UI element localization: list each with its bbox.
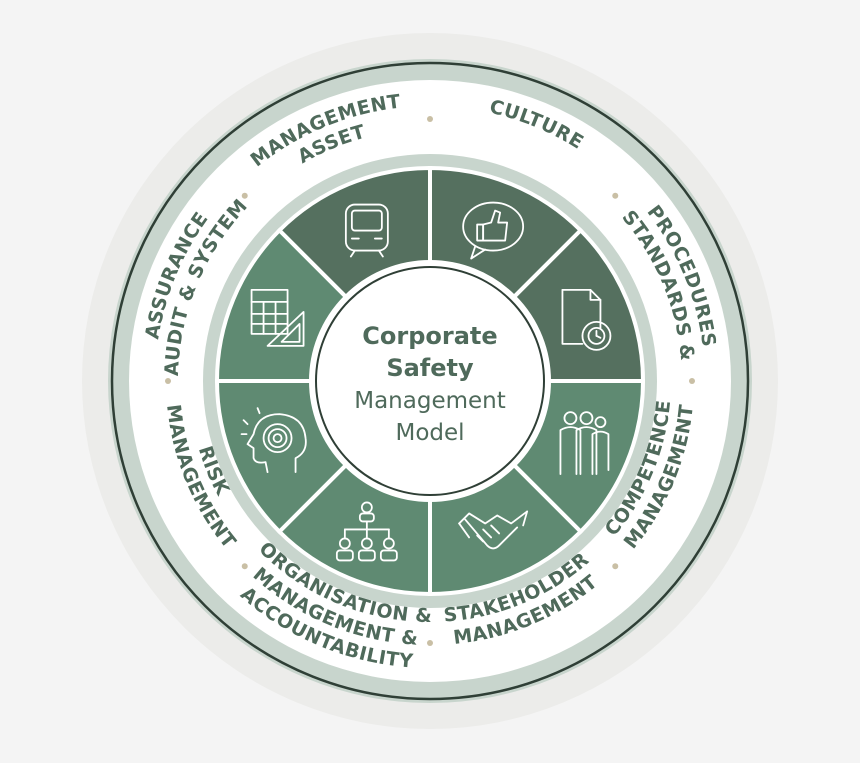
separator-dot	[689, 378, 695, 384]
org-chart-icon	[335, 501, 398, 562]
center-title-line-1: Corporate	[362, 322, 497, 350]
document-gear-icon	[561, 288, 612, 351]
calculator-icon	[250, 288, 305, 347]
outer-outline	[110, 61, 750, 701]
head-target-icon	[240, 407, 307, 474]
center-title-line-4: Model	[395, 420, 464, 446]
center-disc	[309, 260, 551, 502]
separator-dot	[165, 378, 171, 384]
separator-dot	[612, 192, 619, 199]
center-title-line-2: Safety	[386, 354, 474, 382]
people-group-icon	[559, 411, 610, 476]
separator-dot	[241, 192, 248, 199]
separator-dots	[165, 116, 695, 646]
segment-icons	[240, 201, 612, 562]
center-disc-outline	[315, 266, 545, 496]
train-icon	[344, 203, 389, 258]
separator-dot	[427, 116, 433, 122]
handshake-icon	[458, 510, 529, 550]
center-title-line-3: Management	[354, 388, 506, 414]
separator-dot	[427, 640, 433, 646]
separator-dot	[241, 563, 248, 570]
separator-dot	[612, 563, 619, 570]
thumbs-up-icon	[462, 201, 525, 260]
